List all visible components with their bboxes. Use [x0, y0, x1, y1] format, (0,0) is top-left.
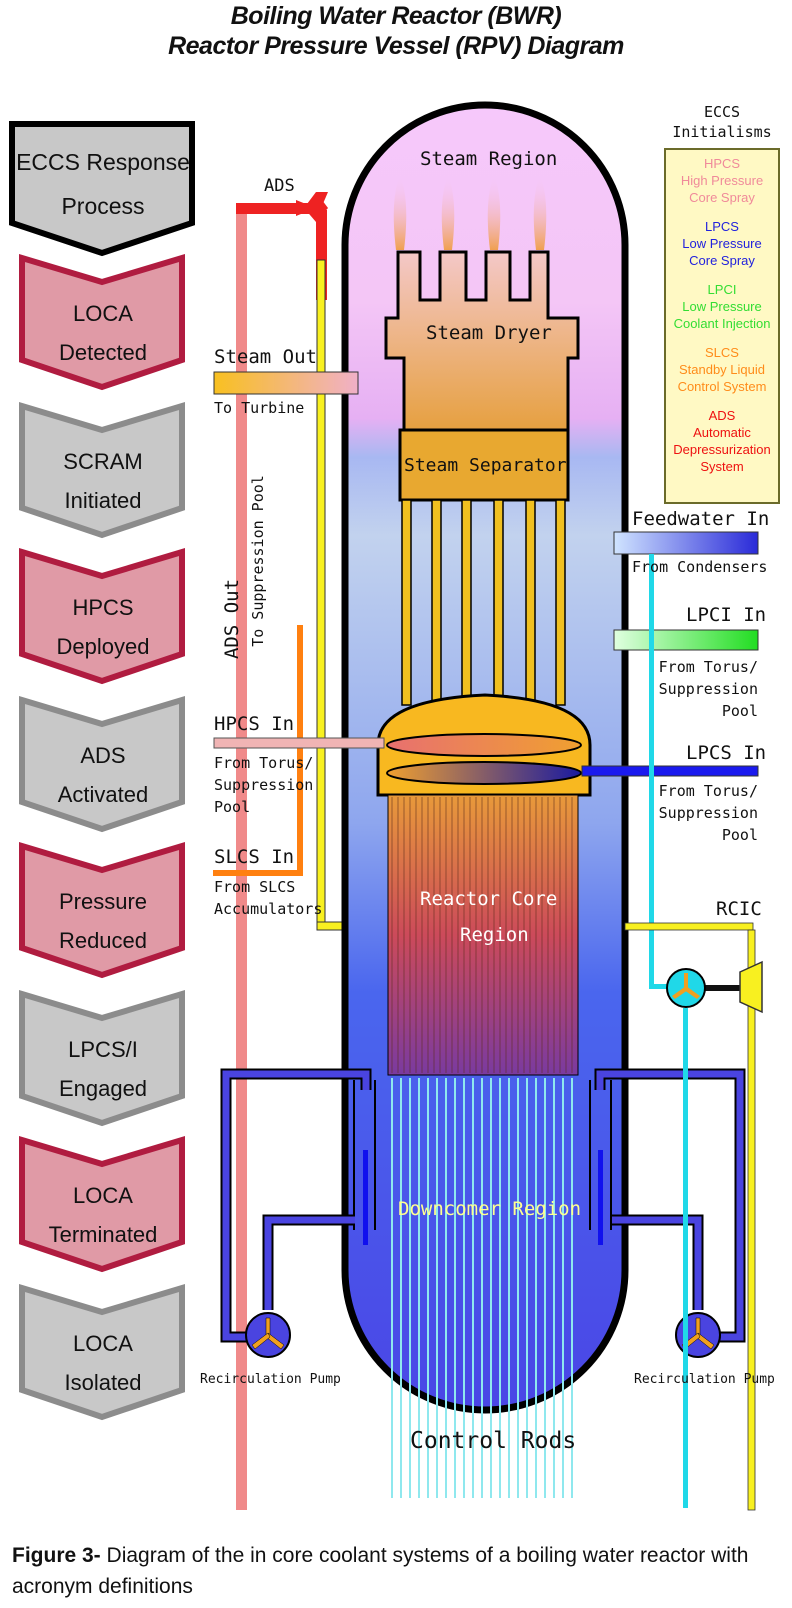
lpcs-from-line: Pool — [721, 826, 758, 844]
process-step-chevron — [19, 253, 185, 391]
process-header-shape — [9, 121, 195, 257]
lpci-in-label: LPCI In — [686, 604, 767, 626]
lpcs-from-line: Suppression — [658, 804, 758, 822]
legend-item-line: SLCS — [705, 345, 739, 360]
steam-region-label: Steam Region — [420, 148, 558, 170]
hpcs-in-label: HPCS In — [214, 713, 295, 735]
lpci-from-label: From Torus/ Suppression Pool — [656, 656, 758, 722]
legend-item-line: Low Pressure — [682, 236, 762, 251]
process-step-chevron — [19, 401, 185, 539]
figure-caption-label: Figure 3- — [12, 1544, 101, 1567]
to-turbine-label: To Turbine — [214, 399, 305, 417]
process-step-chevron — [19, 1135, 185, 1273]
slcs-from-line: From SLCS — [214, 878, 296, 896]
ads-label: ADS — [264, 176, 295, 196]
legend-item-line: High Pressure — [680, 173, 764, 188]
legend-item-line: Low Pressure — [682, 299, 762, 314]
rcic-label: RCIC — [716, 898, 762, 920]
legend-item-line: Core Spray — [689, 190, 755, 205]
recirculation-pump-left-label: Recirculation Pump — [200, 1372, 341, 1387]
diagram-title-line2: Reactor Pressure Vessel (RPV) Diagram — [168, 32, 624, 60]
legend-item-line: Control System — [677, 379, 767, 394]
lpci-from-line: Pool — [721, 702, 758, 720]
slcs-in-label: SLCS In — [214, 846, 295, 868]
legend-item-line: Depressurization — [673, 442, 771, 457]
legend-item-line: HPCS — [703, 156, 741, 171]
legend-item-line: LPCI — [707, 282, 737, 297]
reactor-core-label-line2: Region — [460, 924, 529, 946]
lpcs-in-label: LPCS In — [686, 742, 767, 764]
recirculation-pump-right-label: Recirculation Pump — [634, 1372, 775, 1387]
process-step-chevron — [19, 989, 185, 1127]
legend-item-line: System — [700, 459, 744, 474]
process-step-chevron — [19, 1283, 185, 1421]
from-condensers-label: From Condensers — [632, 558, 768, 576]
downcomer-region-label: Downcomer Region — [398, 1198, 582, 1220]
figure-caption-text: Diagram of the in core coolant systems o… — [12, 1544, 749, 1598]
diagram-title-line1: Boiling Water Reactor (BWR) — [230, 2, 562, 30]
steam-separator-label: Steam Separator — [404, 455, 567, 476]
process-step-chevron — [19, 695, 185, 833]
hpcs-from-label: From Torus/ Suppression Pool — [214, 752, 313, 818]
slcs-from-label: From SLCS Accumulators — [214, 876, 322, 920]
process-step-chevron — [19, 547, 185, 685]
legend-item-line: Coolant Injection — [673, 316, 771, 331]
legend-item-line: LPCS — [705, 219, 739, 234]
hpcs-from-line: Suppression — [214, 776, 314, 794]
legend-item-line: ADS — [708, 408, 736, 423]
legend-title-line: ECCS — [703, 103, 741, 121]
steam-dryer-label: Steam Dryer — [426, 322, 552, 344]
control-rods-label: Control Rods — [410, 1428, 577, 1454]
feedwater-in-label: Feedwater In — [632, 508, 770, 530]
legend-title: ECCS Initialisms — [664, 102, 780, 142]
lpcs-from-label: From Torus/ Suppression Pool — [656, 780, 758, 846]
hpcs-from-line: From Torus/ — [214, 754, 314, 772]
to-suppression-pool-label: To Suppression Pool — [249, 475, 267, 647]
lpcs-from-line: From Torus/ — [658, 782, 758, 800]
legend-item-line: Standby Liquid — [678, 362, 765, 377]
legend-title-line: Initialisms — [672, 123, 772, 141]
ads-out-label: ADS Out — [221, 578, 243, 660]
figure-caption: Figure 3- Diagram of the in core coolant… — [12, 1540, 782, 1602]
slcs-from-line: Accumulators — [214, 900, 323, 918]
legend-item-line: Automatic — [693, 425, 751, 440]
legend-item-line: Core Spray — [689, 253, 755, 268]
steam-out-label: Steam Out — [214, 346, 317, 368]
process-step-chevron — [19, 841, 185, 979]
lpci-from-line: Suppression — [658, 680, 758, 698]
hpcs-from-line: Pool — [214, 798, 251, 816]
reactor-core-label-line1: Reactor Core — [420, 888, 558, 910]
lpci-from-line: From Torus/ — [658, 658, 758, 676]
